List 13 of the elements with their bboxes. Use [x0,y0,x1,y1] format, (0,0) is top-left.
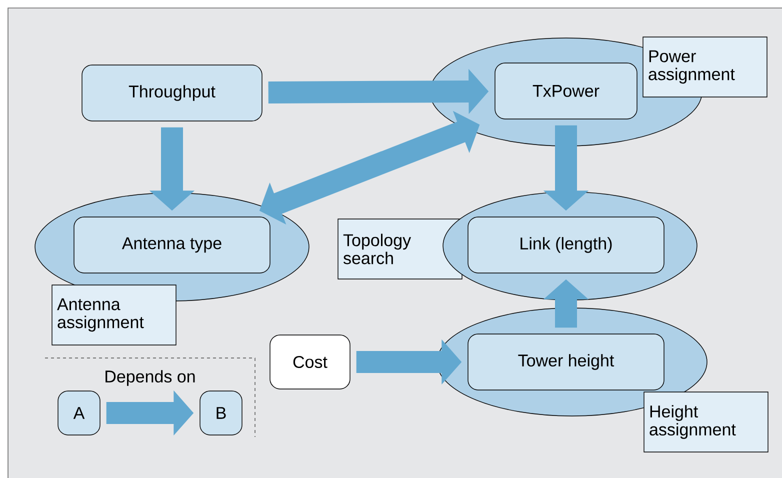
label-box: Antenna assignment [52,284,176,346]
rounded-box: Link (length) [468,216,664,274]
label-box: Topology search [338,218,462,280]
rounded-box: Cost [270,334,350,390]
rounded-box: B [200,390,242,436]
label-box: Power assignment [642,36,768,98]
label-box: Height assignment [644,392,768,452]
rounded-box: Throughput [82,64,262,122]
rounded-box: Antenna type [74,216,270,274]
rounded-box: Tower height [468,334,664,390]
rounded-box: TxPower [494,62,638,120]
legend-title: Depends on [106,370,195,386]
rounded-box: A [58,390,100,436]
